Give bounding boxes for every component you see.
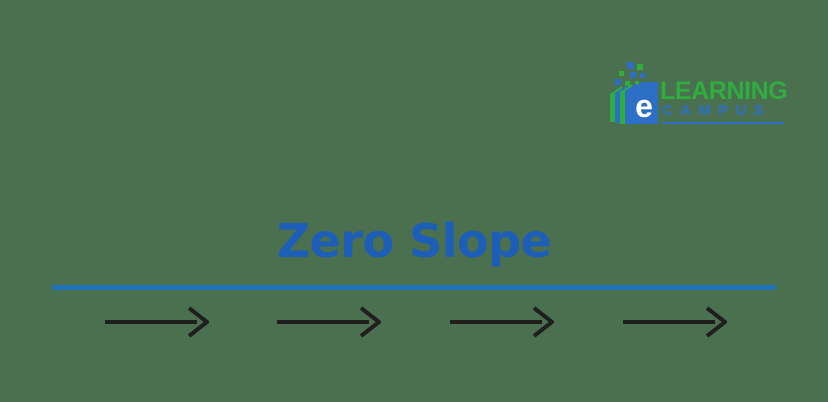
logo-campus-text: CAMPUS (662, 102, 771, 119)
elearning-campus-logo: e LEARNING CAMPUS (606, 60, 788, 128)
page-title: Zero Slope (276, 214, 552, 268)
logo-underline-divider (662, 122, 784, 124)
direction-arrow-2 (277, 306, 381, 338)
logo-learning-text: LEARNING (660, 77, 788, 105)
direction-arrow-1 (105, 306, 209, 338)
logo-wordmark: LEARNING CAMPUS (660, 77, 788, 128)
zero-slope-line (52, 285, 776, 290)
logo-mark-letter: e (635, 88, 653, 124)
direction-arrow-4 (623, 306, 727, 338)
pixel-dots-icon (615, 62, 645, 86)
direction-arrow-3 (450, 306, 554, 338)
stacked-books-icon: e (606, 60, 662, 128)
